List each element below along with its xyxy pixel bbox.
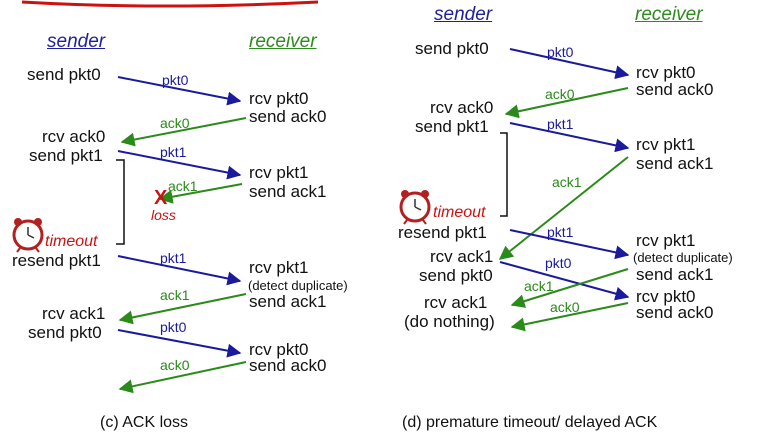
c-arrow-pkt0 (117, 76, 242, 106)
c-arrow-pkt1 (117, 150, 242, 180)
loss-label: loss (151, 207, 176, 223)
d-receiver-event: send ack1 (636, 265, 714, 284)
c-receiver-event: (detect duplicate) (248, 278, 348, 293)
c-msg-label: pkt1 (160, 250, 187, 266)
c-timeout-bracket (116, 159, 125, 245)
c-msg-label: pkt1 (160, 144, 187, 160)
c-arrow-ack0 (120, 117, 247, 147)
d-msg-label: ack1 (524, 278, 554, 294)
c-caption: (c) ACK loss (100, 414, 189, 431)
d-sender-event: (do nothing) (404, 312, 495, 331)
d-receiver-event: send ack0 (636, 303, 714, 322)
d-sender-event: send pkt0 (419, 266, 493, 285)
d-arrow-pkt0-2 (499, 261, 630, 301)
d-sender-event: rcv ack1 (430, 247, 494, 266)
d-arrow-ack1-delayed (498, 156, 629, 260)
c-sender-event: send pkt0 (28, 323, 102, 342)
alarm-clock-icon (12, 218, 44, 253)
c-msg-label: ack1 (168, 178, 198, 194)
c-msg-label: ack0 (160, 357, 190, 373)
d-arrow-pkt1-resend (509, 229, 630, 260)
c-arrow-pkt0-2 (117, 329, 242, 358)
c-arrow-ack1-lost (158, 183, 243, 204)
d-msg-label: pkt1 (547, 116, 574, 132)
c-arrow-ack1 (118, 293, 247, 325)
d-receiver-event: send ack1 (636, 154, 714, 173)
c-msg-label: pkt0 (160, 319, 187, 335)
d-receiver-event: send ack0 (636, 80, 714, 99)
c-msg-label: ack0 (160, 115, 190, 131)
c-receiver-event: send ack1 (249, 292, 327, 311)
c-arrow-pkt1-resend (117, 255, 242, 286)
d-msg-label: ack1 (552, 174, 582, 190)
top-red-rule (21, 0, 319, 8)
c-sender-event: rcv ack0 (42, 127, 106, 146)
d-receiver-event: rcv pkt0 (636, 287, 696, 306)
d-caption: (d) premature timeout/ delayed ACK (402, 414, 658, 431)
d-receiver-event: rcv pkt1 (636, 231, 696, 250)
c-receiver-event: send ack0 (249, 356, 327, 375)
d-arrow-ack0 (504, 87, 629, 119)
c-sender-event: send pkt1 (29, 146, 103, 165)
d-receiver-header: receiver (635, 4, 703, 25)
d-receiver-event: rcv pkt0 (636, 63, 696, 82)
c-msg-label: pkt0 (162, 72, 189, 88)
c-receiver-header: receiver (249, 31, 317, 52)
c-sender-event: resend pkt1 (12, 251, 101, 270)
c-receiver-event: rcv pkt0 (249, 340, 309, 359)
c-receiver-event: rcv pkt0 (249, 89, 309, 108)
d-sender-event: send pkt1 (415, 117, 489, 136)
c-sender-header: sender (47, 31, 106, 52)
d-msg-label: pkt0 (545, 255, 572, 271)
c-arrow-ack0-2 (118, 361, 247, 394)
c-msg-label: ack1 (160, 287, 190, 303)
d-sender-header: sender (434, 4, 493, 25)
d-sender-event: rcv ack0 (430, 98, 494, 117)
d-receiver-event: (detect duplicate) (633, 250, 733, 265)
c-receiver-event: send ack1 (249, 182, 327, 201)
d-msg-label: ack0 (550, 299, 580, 315)
d-timeout-bracket (500, 132, 508, 217)
d-receiver-event: rcv pkt1 (636, 135, 696, 154)
d-msg-label: ack0 (545, 86, 575, 102)
c-sender-event: send pkt0 (27, 65, 101, 84)
d-arrow-pkt1 (509, 122, 630, 153)
d-arrow-ack1-2 (510, 268, 629, 308)
d-timeout-label: timeout (433, 204, 486, 221)
d-sender-event: resend pkt1 (398, 223, 487, 242)
c-sender-event: rcv ack1 (42, 304, 106, 323)
d-arrow-ack0-2 (510, 302, 629, 332)
c-receiver-event: rcv pkt1 (249, 163, 309, 182)
d-msg-label: pkt0 (547, 44, 574, 60)
c-timeout-label: timeout (45, 233, 98, 250)
alarm-clock-icon (399, 190, 431, 225)
c-receiver-event: send ack0 (249, 107, 327, 126)
d-sender-event: rcv ack1 (424, 293, 488, 312)
c-receiver-event: rcv pkt1 (249, 258, 309, 277)
loss-x-mark: X (154, 187, 168, 209)
d-arrow-pkt0 (509, 48, 630, 80)
d-sender-event: send pkt0 (415, 39, 489, 58)
d-msg-label: pkt1 (547, 224, 574, 240)
